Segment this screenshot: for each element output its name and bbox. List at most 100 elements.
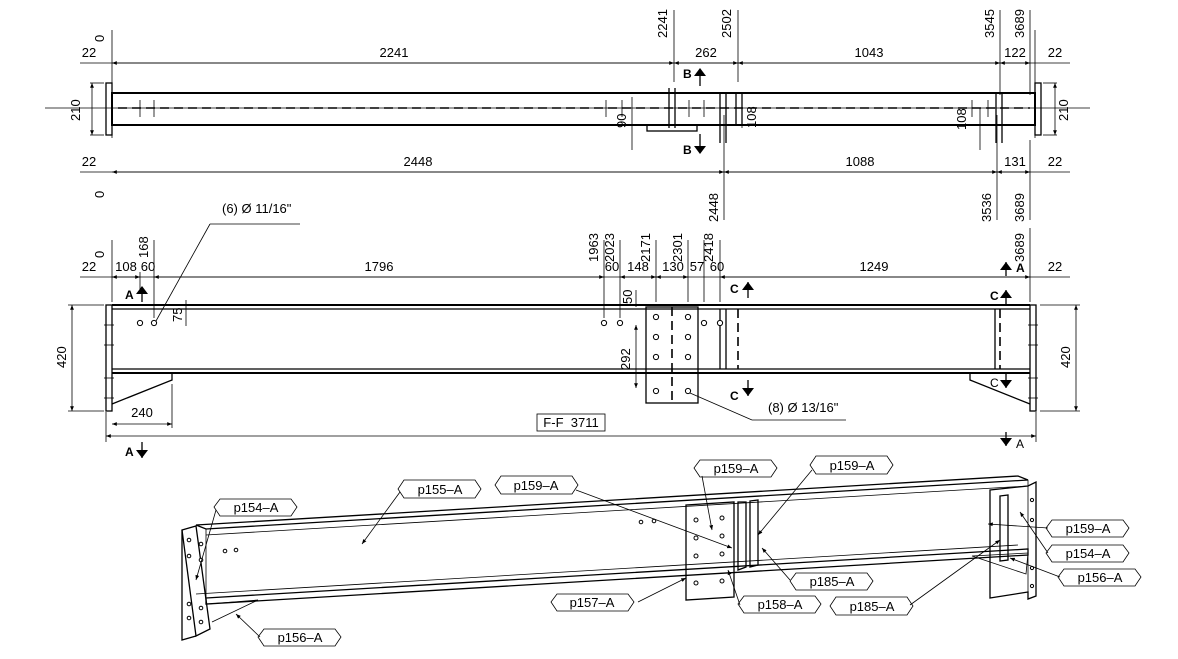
svg-text:p185–A: p185–A	[850, 599, 895, 614]
side-chain-1796: 1796	[365, 259, 394, 274]
svg-text:p155–A: p155–A	[418, 482, 463, 497]
side-ordinate-3689: 3689	[1012, 233, 1027, 262]
top-lower-dim-0: 22	[82, 154, 96, 169]
title-box	[536, 413, 606, 432]
side-chain-22a: 22	[82, 259, 96, 274]
iso-tag-p154-right: p154–A	[1045, 544, 1130, 563]
iso-tag-p156-right: p156–A	[1057, 568, 1142, 587]
top-lower-dim-1: 2448	[404, 154, 433, 169]
side-chain-148: 148	[627, 259, 649, 274]
side-ordinate-168: 168	[136, 236, 151, 258]
hole-callout-small: (6) Ø 11/16"	[155, 201, 300, 322]
svg-text:p159–A: p159–A	[514, 478, 559, 493]
section-mark-b-lower: B	[683, 134, 706, 157]
top-view: 22 2241 262 1043 122 22 0 2241 2502 3545…	[45, 9, 1090, 222]
side-ordinate-2171: 2171	[638, 233, 653, 262]
top-upper-dim-1: 2241	[380, 45, 409, 60]
top-ordinate-3: 3545	[982, 9, 997, 38]
side-height-right: 420	[1058, 346, 1073, 368]
svg-text:C: C	[730, 389, 739, 403]
top-upper-dim-0: 22	[82, 45, 96, 60]
iso-tag-p159-d: p159–A	[1045, 519, 1130, 538]
section-mark-a-upper: A	[125, 286, 148, 302]
svg-text:(8) Ø 13/16": (8) Ø 13/16"	[768, 400, 839, 415]
top-lower-dim-2: 1088	[846, 154, 875, 169]
svg-text:B: B	[683, 143, 692, 157]
side-small-75: 75	[170, 308, 185, 322]
top-ordinate-2: 2502	[719, 9, 734, 38]
svg-text:A: A	[1016, 437, 1024, 451]
section-mark-c-mid-upper: C	[730, 282, 754, 298]
section-mark-b-upper: B	[683, 67, 706, 86]
iso-tag-p185-b: p185–A	[829, 596, 914, 616]
iso-tag-p154-left: p154–A	[213, 498, 298, 517]
iso-tag-p156-left: p156–A	[257, 628, 342, 647]
side-view: 0 168 1963 2023 2171 2301 2418 3689 22 1…	[54, 201, 1080, 459]
top-height-right: 210	[1056, 99, 1071, 121]
side-ordinate-2301: 2301	[670, 233, 685, 262]
top-lower-ordinate-2: 3536	[979, 193, 994, 222]
top-upper-dim-3: 1043	[855, 45, 884, 60]
svg-text:p159–A: p159–A	[714, 461, 759, 476]
side-small-292: 292	[618, 348, 633, 370]
svg-text:p157–A: p157–A	[570, 595, 615, 610]
top-lower-dim-4: 22	[1048, 154, 1062, 169]
side-chain-1249: 1249	[860, 259, 889, 274]
top-lower-ordinate-3: 3689	[1012, 193, 1027, 222]
side-small-50: 50	[620, 290, 635, 304]
iso-tag-p157: p157–A	[550, 593, 635, 612]
side-height-left: 420	[54, 346, 69, 368]
top-upper-dim-2: 262	[695, 45, 717, 60]
title-box-text: F-F 3711	[543, 415, 598, 430]
top-lower-ordinate-1: 2448	[706, 193, 721, 222]
svg-text:p159–A: p159–A	[1066, 521, 1111, 536]
svg-text:C: C	[730, 282, 739, 296]
top-lower-ordinate-0: 0	[92, 191, 107, 198]
isometric-view: p154–A p155–A p159–A p159–A p159–A p159–…	[181, 455, 1142, 647]
svg-text:(6) Ø 11/16": (6) Ø 11/16"	[222, 201, 292, 216]
svg-text:p185–A: p185–A	[810, 574, 855, 589]
iso-tag-p155: p155–A	[397, 479, 482, 499]
svg-text:A: A	[125, 288, 134, 302]
side-chain-22b: 22	[1048, 259, 1062, 274]
svg-text:p154–A: p154–A	[1066, 546, 1111, 561]
iso-leaders	[195, 469, 1061, 638]
iso-tag-p159-b: p159–A	[693, 459, 778, 478]
svg-text:A: A	[1016, 261, 1025, 275]
svg-text:p154–A: p154–A	[234, 500, 279, 515]
svg-text:B: B	[683, 67, 692, 81]
section-mark-a-lower: A	[125, 442, 148, 459]
hole-callout-large: (8) Ø 13/16"	[689, 392, 846, 421]
top-upper-dim-5: 22	[1048, 45, 1062, 60]
side-chain-60c: 60	[710, 259, 724, 274]
iso-tag-p159-c: p159–A	[809, 455, 894, 475]
side-chain-60a: 60	[141, 259, 155, 274]
top-upper-dim-4: 122	[1004, 45, 1026, 60]
section-mark-a-right: A A	[1000, 261, 1025, 451]
side-chain-108: 108	[115, 259, 137, 274]
svg-text:p159–A: p159–A	[830, 458, 875, 473]
section-mark-c-right: C C	[990, 289, 1012, 390]
top-inner-dim-108b: 108	[954, 108, 969, 130]
side-ordinate-0: 0	[92, 251, 107, 258]
side-chain-60b: 60	[605, 259, 619, 274]
iso-tag-p158: p158–A	[737, 595, 822, 614]
svg-text:p158–A: p158–A	[758, 597, 803, 612]
top-height-left: 210	[68, 99, 83, 121]
top-ordinate-0: 0	[92, 35, 107, 42]
svg-text:A: A	[125, 445, 134, 459]
top-ordinate-1: 2241	[655, 9, 670, 38]
svg-text:C: C	[990, 376, 999, 390]
section-mark-c-mid-lower: C	[730, 380, 754, 403]
side-small-240: 240	[131, 405, 153, 420]
side-ordinate-1963: 1963	[586, 233, 601, 262]
side-ordinate-2023: 2023	[602, 233, 617, 262]
svg-text:p156–A: p156–A	[1078, 570, 1123, 585]
iso-tag-p185-a: p185–A	[789, 572, 874, 591]
top-inner-dim-90: 90	[614, 114, 629, 128]
svg-text:C: C	[990, 289, 999, 303]
svg-text:p156–A: p156–A	[278, 630, 323, 645]
top-ordinate-4: 3689	[1012, 9, 1027, 38]
top-inner-dim-108a: 108	[744, 106, 759, 128]
